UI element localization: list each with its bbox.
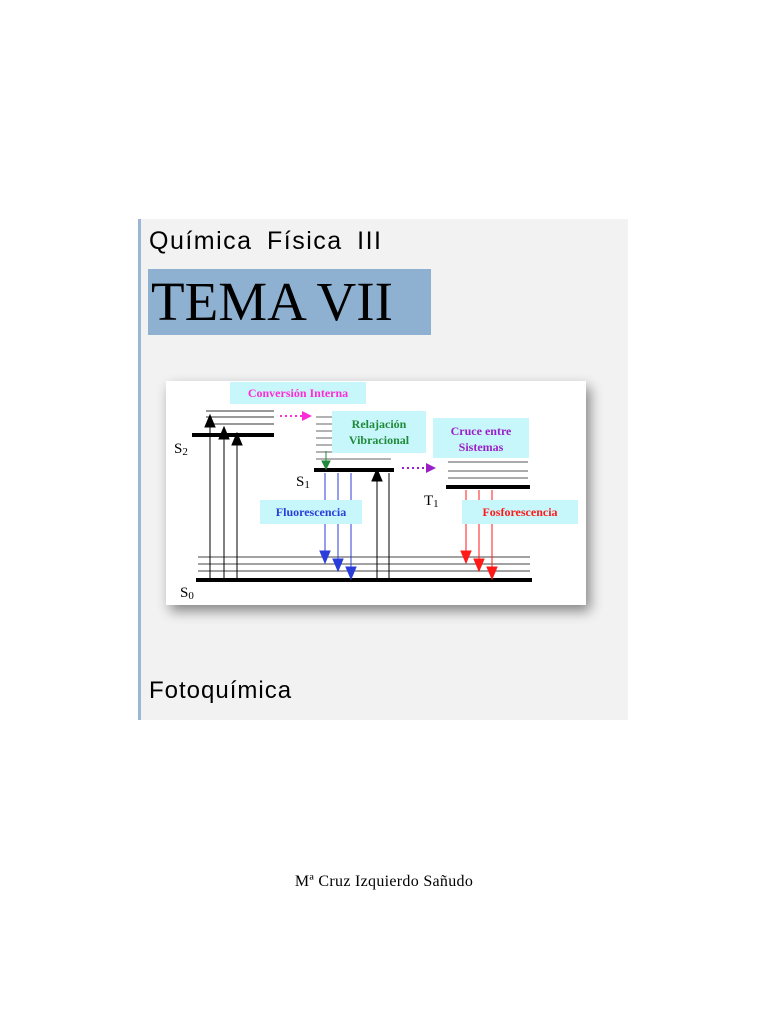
jablonski-diagram: Conversión Interna Relajación Vibraciona… <box>166 381 586 605</box>
vibrational-relaxation-text-1: Relajación <box>352 417 407 431</box>
state-s0-label: S0 <box>180 585 194 602</box>
fluorescence-arrows <box>319 473 357 581</box>
state-s2-label: S2 <box>174 441 188 458</box>
vibrational-relaxation-text-2: Vibracional <box>349 433 410 447</box>
intersystem-crossing-text-2: Sistemas <box>459 440 504 454</box>
absorption-arrows <box>204 413 390 578</box>
internal-conversion-arrow <box>280 411 312 421</box>
t1-levels <box>446 454 530 489</box>
label-intersystem-crossing: Cruce entre Sistemas <box>433 418 529 458</box>
author-name: Mª Cruz Izquierdo Sañudo <box>294 873 474 890</box>
cover-panel: Química Física III TEMA VII <box>138 219 628 720</box>
intersystem-crossing-arrow <box>402 463 436 473</box>
internal-conversion-text: Conversión Interna <box>248 386 348 400</box>
label-vibrational-relaxation: Relajación Vibracional <box>332 411 426 453</box>
tema-title: TEMA VII <box>148 269 431 335</box>
jablonski-svg: Conversión Interna Relajación Vibraciona… <box>174 382 578 602</box>
topic-title: Fotoquímica <box>149 677 293 704</box>
label-fluorescence: Fluorescencia <box>260 500 362 524</box>
label-internal-conversion: Conversión Interna <box>230 382 366 404</box>
subject-title: Química Física III <box>149 227 383 255</box>
label-phosphorescence: Fosforescencia <box>462 500 578 524</box>
state-s1-label: S1 <box>296 474 310 491</box>
phosphorescence-text: Fosforescencia <box>482 505 557 519</box>
intersystem-crossing-text-1: Cruce entre <box>451 424 512 438</box>
fluorescence-text: Fluorescencia <box>276 505 346 519</box>
vibrational-relaxation-arrow <box>321 451 331 471</box>
state-t1-label: T1 <box>424 493 439 510</box>
s0-levels <box>196 556 532 582</box>
s2-levels <box>192 410 274 437</box>
